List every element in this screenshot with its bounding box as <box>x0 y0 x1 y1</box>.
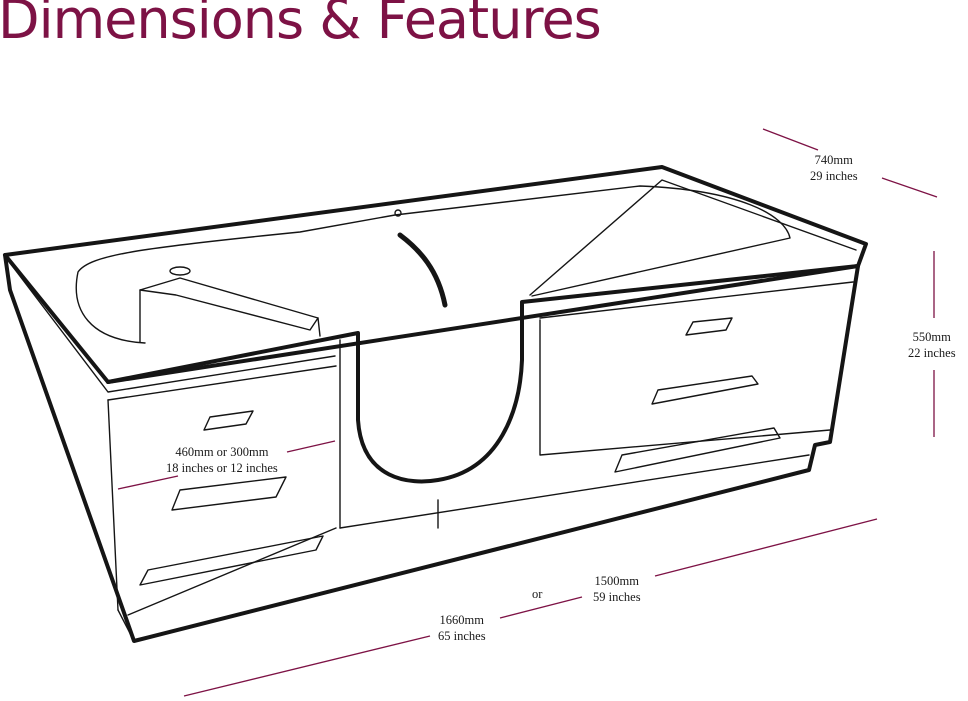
height-inches: 22 inches <box>908 346 956 360</box>
door-cutout <box>106 264 860 484</box>
vent-3 <box>139 535 324 586</box>
length-short-label: 1500mm 59 inches <box>593 573 641 605</box>
length-long-label: 1660mm 65 inches <box>438 612 486 644</box>
depth-inches: 29 inches <box>810 169 858 183</box>
height-label: 550mm 22 inches <box>908 329 956 361</box>
bathtub-outline <box>3 165 868 643</box>
dimension-lines <box>117 128 938 697</box>
vent-5 <box>651 375 759 405</box>
rim-inner-left <box>9 262 336 393</box>
step-dim-line-b <box>286 440 336 453</box>
length-long-inches: 65 inches <box>438 629 486 643</box>
depth-mm: 740mm <box>814 153 853 167</box>
step-inches: 18 inches or 12 inches <box>166 461 278 475</box>
length-short-mm: 1500mm <box>594 574 639 588</box>
depth-label: 740mm 29 inches <box>810 152 858 184</box>
panel-right-top <box>539 281 854 319</box>
panel-left-top <box>107 365 337 401</box>
step-dim-line-a <box>117 475 179 490</box>
length-short-inches: 59 inches <box>593 590 641 604</box>
tub-silhouette <box>3 253 860 643</box>
rim-inner-right <box>529 179 857 296</box>
tub-rim-outline <box>3 165 868 384</box>
length-long-mm: 1660mm <box>439 613 484 627</box>
step-mm: 460mm or 300mm <box>175 445 269 459</box>
step-label: 460mm or 300mm 18 inches or 12 inches <box>166 444 278 476</box>
length-dim-line-c <box>654 518 878 577</box>
panel-left-bottom <box>117 609 135 642</box>
page-title: Dimensions & Features <box>0 0 602 51</box>
panel-left-plinth <box>127 527 337 616</box>
grab-handle <box>397 232 448 308</box>
depth-dim-line-b <box>881 177 938 198</box>
vent-6 <box>614 427 781 473</box>
door-plate <box>139 289 321 343</box>
panel-right-inner <box>539 319 831 456</box>
basin-inner-edge <box>75 185 791 344</box>
side-panel-edge <box>107 399 119 611</box>
vent-4 <box>685 317 733 336</box>
height-mm: 550mm <box>912 330 951 344</box>
panel-bottom-edge <box>339 454 810 529</box>
depth-dim-line-a <box>762 128 819 151</box>
length-dim-line-a <box>183 635 431 697</box>
overflow-pipe <box>139 277 319 331</box>
or-label: or <box>532 587 543 601</box>
vent-2 <box>171 476 287 511</box>
tap-knob <box>169 266 191 276</box>
overflow-hole <box>394 209 402 217</box>
vent-1 <box>203 410 254 431</box>
length-dim-line-b <box>499 596 583 619</box>
